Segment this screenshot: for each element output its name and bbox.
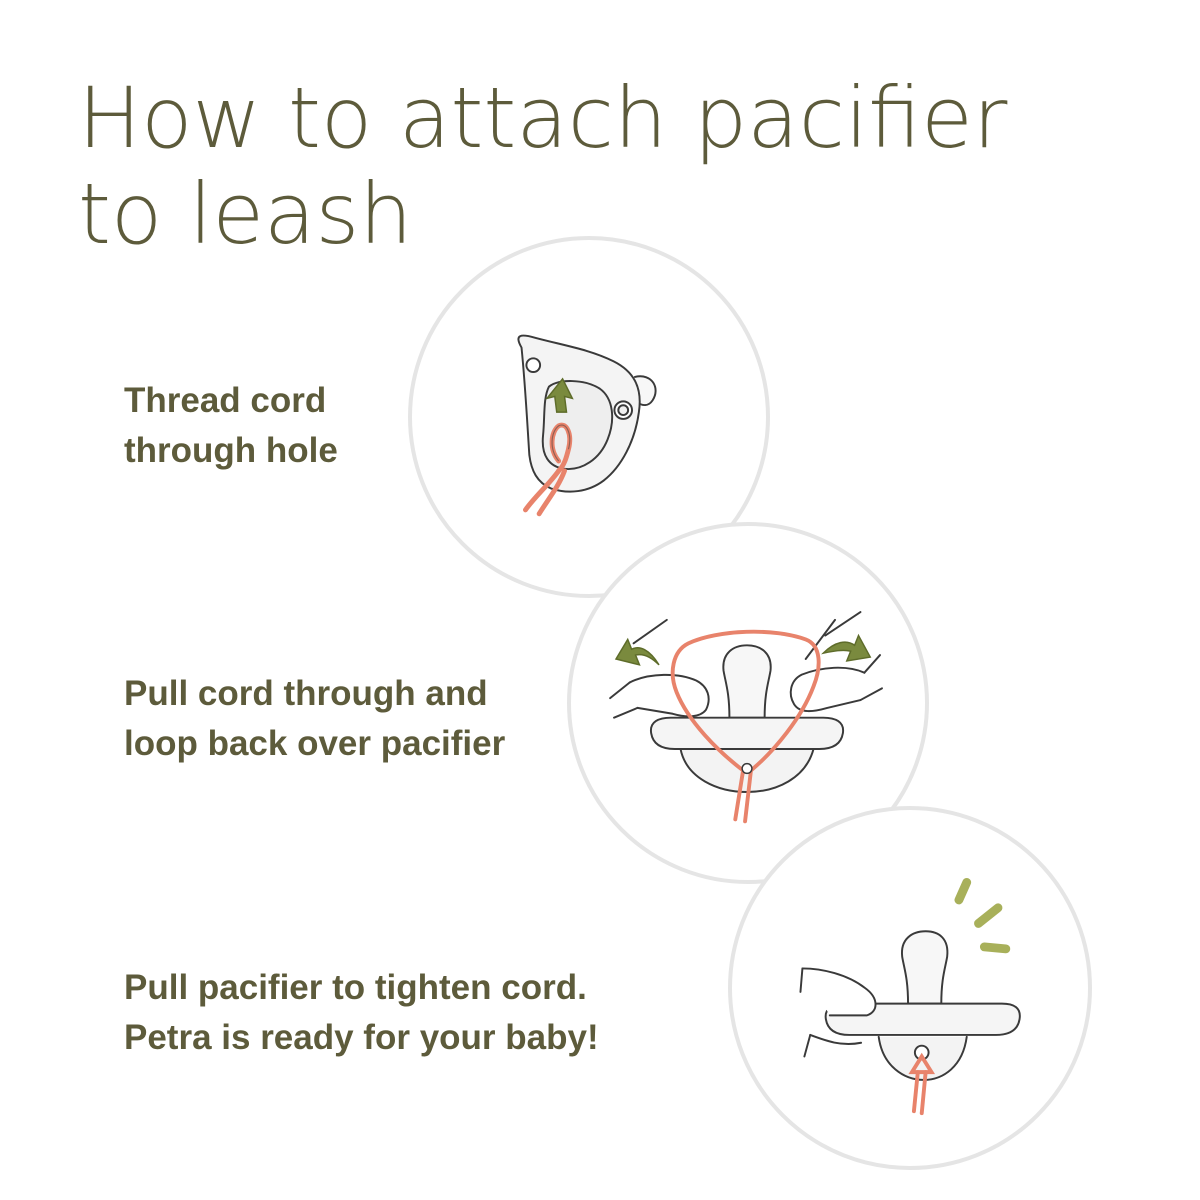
- pacifier-tighten-illustration: [799, 877, 1021, 1116]
- pacifier-nipple: [722, 644, 772, 719]
- pacifier-shield-bar: [650, 716, 845, 750]
- title-line-1: How to attach pacifier: [78, 69, 1008, 167]
- green-arrow-right-icon: [821, 633, 872, 662]
- step-3-illustration-circle: [728, 806, 1092, 1170]
- right-hand: [789, 666, 866, 713]
- step-1-line-2: through hole: [124, 431, 338, 470]
- step-1-line-1: Thread cord: [124, 381, 327, 420]
- page-title: How to attach pacifier to leash: [78, 70, 1078, 262]
- pulling-hand: [801, 967, 877, 1017]
- pacifier-nipple: [901, 930, 949, 1005]
- step-1-illustration-circle: [408, 236, 770, 598]
- step-2-line-2: loop back over pacifier: [124, 724, 506, 763]
- green-arrow-left-icon: [614, 637, 660, 666]
- pacifier-loop-illustration: [609, 611, 883, 824]
- title-line-2: to leash: [78, 165, 413, 263]
- pacifier-side-illustration: [517, 334, 657, 517]
- pacifier-hole-top: [525, 357, 542, 373]
- step-1-instruction: Thread cord through hole: [124, 376, 338, 476]
- cord: [908, 1052, 936, 1116]
- step-3-line-2: Petra is ready for your baby!: [124, 1018, 599, 1057]
- step-3-line-1: Pull pacifier to tighten cord.: [124, 968, 587, 1007]
- green-arrow-icon: [545, 377, 574, 413]
- step-2-instruction: Pull cord through and loop back over pac…: [124, 669, 505, 769]
- step-3-instruction: Pull pacifier to tighten cord. Petra is …: [124, 963, 599, 1063]
- step-2-line-1: Pull cord through and: [124, 674, 488, 713]
- cord: [670, 629, 821, 824]
- left-hand: [628, 673, 710, 718]
- sparkle-lines-icon: [954, 877, 1011, 954]
